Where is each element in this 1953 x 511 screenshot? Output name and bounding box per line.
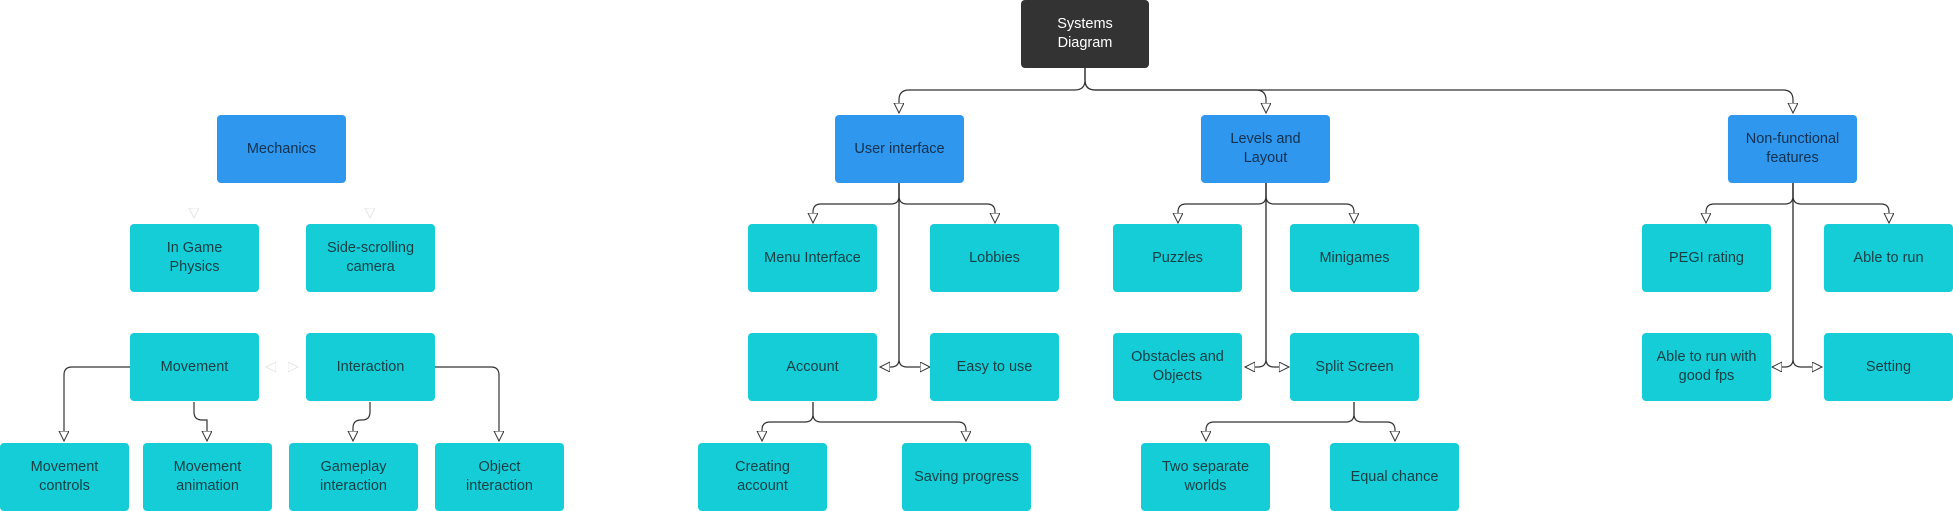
levels-and-layout-node[interactable]: Levels and Layout	[1201, 115, 1330, 183]
connector	[1178, 183, 1267, 223]
equal-chance-node[interactable]: Equal chance	[1330, 443, 1459, 511]
puzzles-node[interactable]: Puzzles	[1113, 224, 1242, 292]
side-scrolling-camera-node[interactable]: Side-scrolling camera	[306, 224, 435, 292]
connector	[1265, 183, 1289, 367]
connector	[1792, 183, 1889, 223]
connector	[813, 183, 900, 223]
setting-node[interactable]: Setting	[1824, 333, 1953, 401]
movement-node[interactable]: Movement	[130, 333, 259, 401]
connector	[1265, 183, 1354, 223]
connector	[880, 183, 900, 367]
easy-to-use-node[interactable]: Easy to use	[930, 333, 1059, 401]
movement-controls-node[interactable]: Movement controls	[0, 443, 129, 511]
connector	[1772, 183, 1794, 367]
minigames-node[interactable]: Minigames	[1290, 224, 1419, 292]
menu-interface-node[interactable]: Menu Interface	[748, 224, 877, 292]
connector	[434, 366, 499, 441]
connector	[1353, 402, 1395, 441]
in-game-physics-node[interactable]: In Game Physics	[130, 224, 259, 292]
able-to-run-good-fps-node[interactable]: Able to run with good fps	[1642, 333, 1771, 401]
pegi-rating-node[interactable]: PEGI rating	[1642, 224, 1771, 292]
connector	[353, 402, 371, 441]
movement-animation-node[interactable]: Movement animation	[143, 443, 272, 511]
lobbies-node[interactable]: Lobbies	[930, 224, 1059, 292]
connector	[1706, 183, 1794, 223]
connector	[1206, 402, 1355, 441]
connector	[762, 402, 814, 441]
mechanics-node[interactable]: Mechanics	[217, 115, 346, 183]
split-screen-node[interactable]: Split Screen	[1290, 333, 1419, 401]
obstacles-and-objects-node[interactable]: Obstacles and Objects	[1113, 333, 1242, 401]
connector	[193, 402, 207, 441]
non-functional-features-node[interactable]: Non-functional features	[1728, 115, 1857, 183]
connector	[898, 183, 995, 223]
connector	[1245, 183, 1267, 367]
gameplay-interaction-node[interactable]: Gameplay interaction	[289, 443, 418, 511]
connector	[1792, 183, 1822, 367]
account-node[interactable]: Account	[748, 333, 877, 401]
connector	[899, 68, 1086, 113]
object-interaction-node[interactable]: Object interaction	[435, 443, 564, 511]
saving-progress-node[interactable]: Saving progress	[902, 443, 1031, 511]
interaction-node[interactable]: Interaction	[306, 333, 435, 401]
able-to-run-node[interactable]: Able to run	[1824, 224, 1953, 292]
creating-account-node[interactable]: Creating account	[698, 443, 827, 511]
user-interface-node[interactable]: User interface	[835, 115, 964, 183]
connector	[64, 366, 130, 441]
connector	[1084, 68, 1793, 113]
root-node[interactable]: Systems Diagram	[1021, 0, 1149, 68]
connector	[898, 183, 930, 367]
connector	[812, 402, 966, 441]
two-separate-worlds-node[interactable]: Two separate worlds	[1141, 443, 1270, 511]
